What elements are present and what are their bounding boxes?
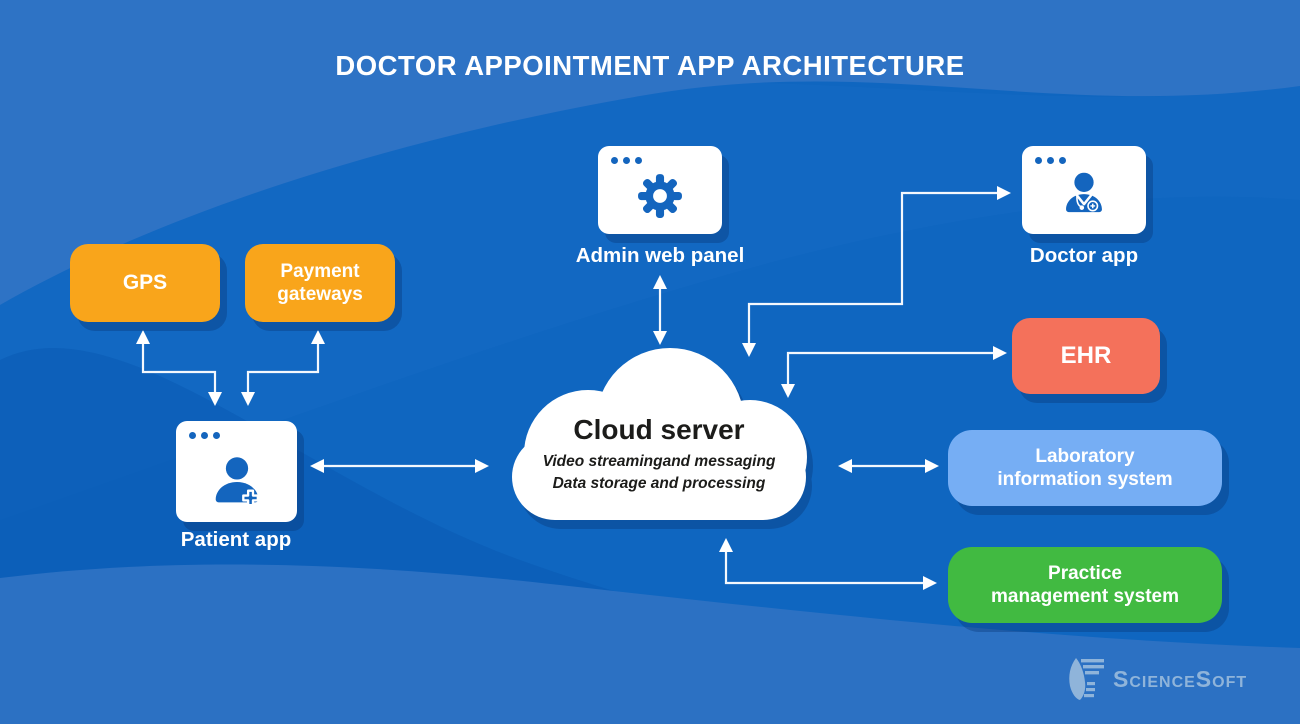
patient-icon — [215, 456, 259, 506]
cloud-server-text: Cloud server Video streamingand messagin… — [488, 414, 830, 494]
arrow-payment-patient — [241, 330, 325, 406]
sciencesoft-logo: ScienceSoft — [1068, 658, 1247, 700]
payment-gateways-box: Payment gateways — [245, 244, 395, 322]
doctor-app-label: Doctor app — [1029, 244, 1139, 267]
arrow-doctor-cloud — [742, 186, 1011, 357]
gear-icon — [638, 174, 682, 218]
ehr-box: EHR — [1012, 318, 1160, 394]
gps-box: GPS — [70, 244, 220, 322]
patient-app-window — [176, 421, 297, 522]
page-title: DOCTOR APPOINTMENT APP ARCHITECTURE — [335, 50, 965, 81]
gps-label: GPS — [122, 271, 168, 295]
laboratory-information-system-box: Laboratory information system — [948, 430, 1222, 506]
patient-app-label: Patient app — [180, 528, 292, 551]
practice-management-system-box: Practice management system — [948, 547, 1222, 623]
arrow-gps-patient — [136, 330, 222, 406]
window-dots-icon — [189, 432, 220, 439]
cloud-server-title: Cloud server — [573, 414, 745, 445]
admin-web-panel-window — [598, 146, 722, 234]
admin-web-panel-label: Admin web panel — [575, 244, 745, 267]
window-dots-icon — [611, 157, 642, 164]
laboratory-information-system-label: Laboratory information system — [997, 445, 1173, 490]
arrow-practice-cloud — [719, 538, 937, 590]
arrow-ehr-cloud — [781, 346, 1007, 398]
payment-gateways-label: Payment gateways — [277, 260, 363, 305]
window-dots-icon — [1035, 157, 1066, 164]
ehr-label: EHR — [1060, 342, 1112, 370]
cloud-server-line1: Video streamingand messaging — [542, 453, 776, 470]
practice-management-system-label: Practice management system — [991, 562, 1179, 607]
doctor-app-window — [1022, 146, 1146, 234]
cloud-server-shape — [488, 342, 830, 528]
doctor-icon — [1066, 172, 1102, 213]
cloud-server-line2: Data storage and processing — [552, 474, 766, 492]
sciencesoft-logo-icon — [1069, 658, 1104, 700]
sciencesoft-logo-text: ScienceSoft — [1113, 665, 1248, 692]
